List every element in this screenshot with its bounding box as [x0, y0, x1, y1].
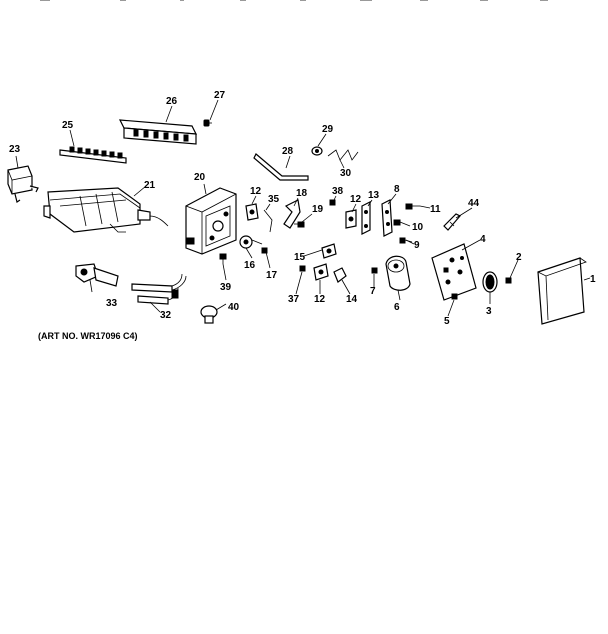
part-29-bearing [311, 146, 323, 156]
label-25: 25 [62, 120, 74, 131]
part-11-screw [405, 203, 420, 210]
label-23: 23 [9, 144, 21, 155]
label-6: 6 [394, 302, 400, 313]
label-39: 37 [288, 294, 300, 305]
part-30-spring [327, 149, 359, 161]
part-5-screw [451, 293, 458, 300]
label-40: 44 [468, 198, 480, 209]
label-12c: 12 [314, 294, 326, 305]
part-35-pin [263, 209, 273, 233]
part-16-gear [239, 235, 263, 249]
label-38: 38 [332, 186, 344, 197]
part-38-screw [329, 199, 336, 206]
label-21: 21 [144, 180, 156, 191]
part-15-switch [321, 243, 337, 259]
label-18: 18 [296, 188, 308, 199]
label-20: 20 [194, 172, 206, 183]
label-35: 35 [268, 194, 280, 205]
leader-lines [15, 99, 591, 317]
part-12-cam-a [245, 203, 259, 221]
part-labels: 23 25 26 27 21 20 12 35 18 19 28 29 30 3… [9, 90, 596, 327]
part-44-knob [200, 305, 218, 324]
part-2-screw [505, 277, 512, 284]
label-16: 16 [244, 260, 256, 271]
part-12-cam-b [345, 209, 357, 229]
part-32-harness [131, 273, 187, 305]
part-17-screw [261, 247, 268, 254]
label-29: 29 [322, 124, 334, 135]
part-28-arm [253, 153, 309, 181]
label-11: 11 [430, 204, 441, 215]
label-7: 7 [370, 286, 376, 297]
part-25-ejector [59, 146, 127, 164]
part-7-screw [371, 267, 378, 274]
art-number-caption: (ART NO. WR17096 C4) [38, 331, 138, 341]
label-5: 5 [444, 316, 450, 327]
label-32: 32 [160, 310, 172, 321]
label-27: 27 [214, 90, 226, 101]
label-33: 33 [106, 298, 118, 309]
label-3: 3 [486, 306, 492, 317]
part-18-lever [283, 199, 301, 229]
label-2: 2 [516, 252, 522, 263]
label-28: 28 [282, 146, 294, 157]
label-1: 1 [590, 274, 596, 285]
part-19-screw [294, 221, 305, 228]
part-8-bracket [381, 199, 393, 237]
part-12-cam-c [313, 263, 329, 281]
part-1-cover [537, 257, 587, 325]
part-10-screw [393, 219, 401, 226]
part-21-mold [43, 187, 169, 233]
part-6-motor [385, 255, 411, 291]
label-10: 10 [412, 222, 424, 233]
label-12b: 12 [350, 194, 362, 205]
part-39-screw [299, 265, 306, 272]
part-4-plate [431, 243, 477, 301]
part-26-stripper [118, 119, 198, 145]
label-4: 4 [480, 234, 486, 245]
label-19: 19 [312, 204, 324, 215]
label-17: 17 [266, 270, 278, 281]
label-14: 14 [346, 294, 358, 305]
part-40-clip [443, 213, 461, 231]
part-14-clip [333, 267, 347, 283]
part-37-screw [219, 253, 227, 264]
label-26: 26 [166, 96, 178, 107]
part-20-housing [185, 187, 237, 255]
label-44: 40 [228, 302, 240, 313]
label-15: 15 [294, 252, 306, 263]
label-8: 8 [394, 184, 400, 195]
part-13-plate [361, 201, 371, 235]
label-37: 39 [220, 282, 232, 293]
part-3-thermostat [482, 271, 498, 293]
part-23-bracket [7, 165, 39, 203]
part-33-fill-cup [75, 263, 119, 287]
label-12a: 12 [250, 186, 262, 197]
label-30: 30 [340, 168, 352, 179]
part-27-screw [203, 119, 212, 127]
label-13: 13 [368, 190, 380, 201]
label-9: 9 [414, 240, 420, 251]
